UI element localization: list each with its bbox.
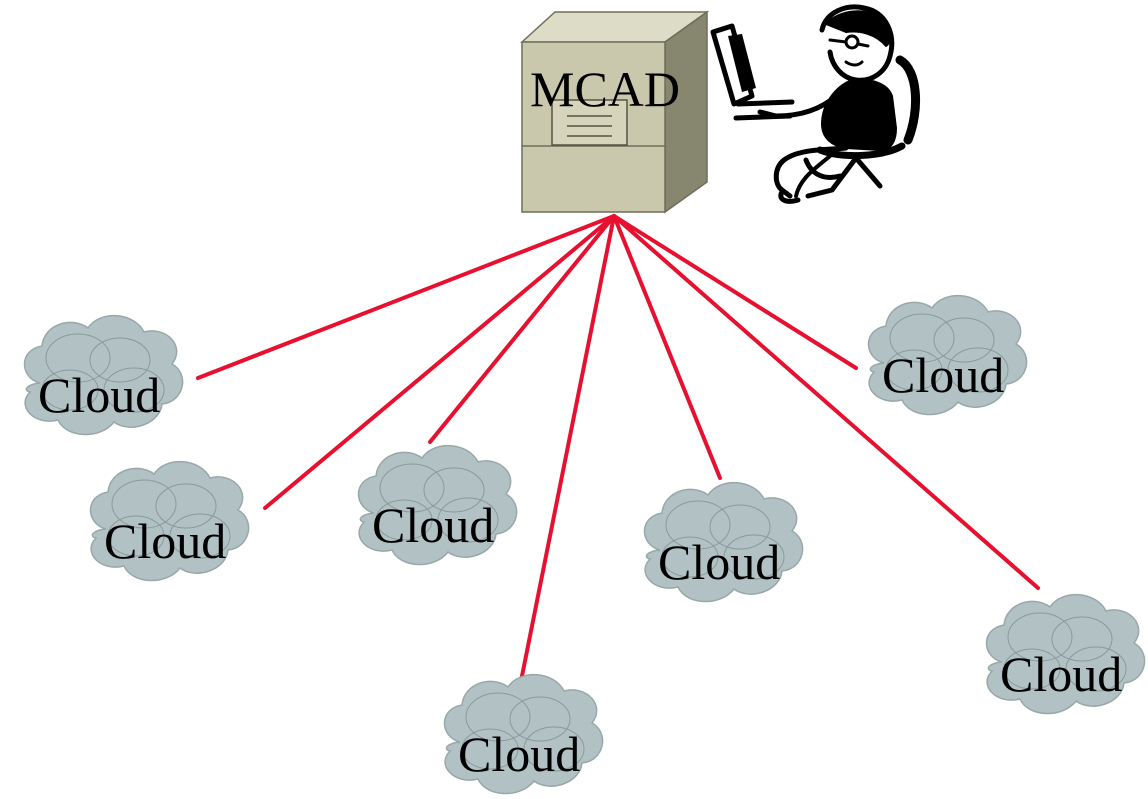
connector-line — [263, 214, 616, 510]
cloud-label: Cloud — [658, 534, 780, 590]
person-at-computer-icon — [710, 4, 921, 204]
connector-lines — [196, 214, 1040, 678]
cloud-label: Cloud — [372, 497, 494, 553]
server-drawer-handle — [551, 99, 628, 146]
connector-line — [612, 214, 1040, 590]
cloud-label: Cloud — [1000, 646, 1122, 702]
cloud-node: Cloud — [985, 593, 1146, 715]
cloud-node: Cloud — [357, 444, 518, 566]
cloud-node: Cloud — [89, 460, 250, 582]
server-label: MCAD — [530, 61, 680, 117]
cloud-node: Cloud — [23, 314, 184, 436]
cloud-label: Cloud — [882, 347, 1004, 403]
connector-line — [520, 214, 616, 678]
cloud-node: Cloud — [643, 481, 804, 603]
cloud-label: Cloud — [104, 513, 226, 569]
cloud-node: Cloud — [867, 294, 1028, 416]
cloud-node: Cloud — [443, 673, 604, 795]
connector-line — [196, 214, 616, 380]
cloud-label: Cloud — [38, 367, 160, 423]
connector-line — [428, 214, 616, 444]
connector-line — [612, 214, 858, 370]
cloud-label: Cloud — [458, 726, 580, 782]
connector-line — [612, 214, 722, 480]
server-cabinet-icon — [520, 10, 710, 214]
